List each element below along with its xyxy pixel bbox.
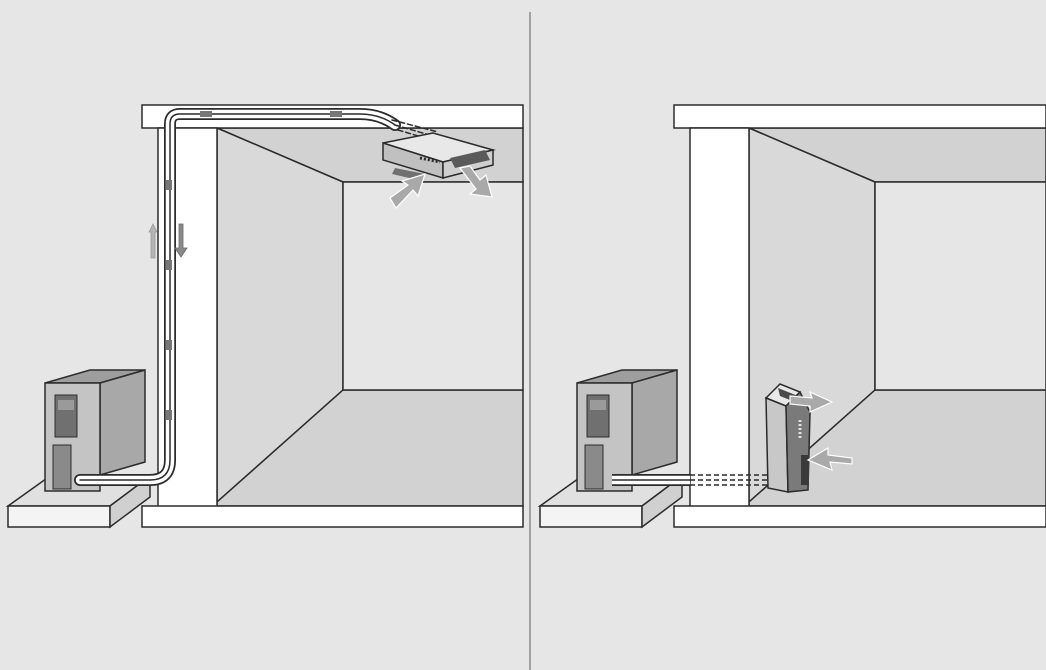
floor-indoor-unit-icon xyxy=(764,383,811,493)
ceiling-indoor-unit-icon xyxy=(382,132,496,180)
airflow-arrow-icon xyxy=(789,390,853,472)
left-panel xyxy=(5,104,524,529)
right-panel xyxy=(537,104,1046,529)
refrigerant-flow-arrow-icon xyxy=(148,223,188,259)
outdoor-unit-icon xyxy=(44,369,146,492)
airflow-arrow-icon xyxy=(389,165,493,209)
left-room xyxy=(141,104,524,528)
outdoor-unit-icon xyxy=(576,369,678,492)
refrigerant-piping-left xyxy=(74,108,443,486)
refrigerant-piping-right xyxy=(612,474,772,486)
right-room xyxy=(673,104,1046,528)
